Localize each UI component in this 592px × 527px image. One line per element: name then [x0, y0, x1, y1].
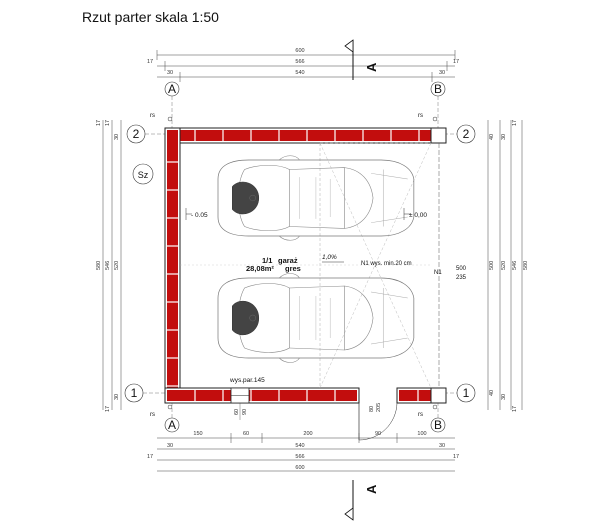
- dim-bottom-side-right: 17: [453, 454, 459, 460]
- window-dim-b: 90: [242, 409, 248, 415]
- level-right: ± 0,00: [409, 212, 427, 219]
- axis-b-top: B: [434, 82, 442, 96]
- room-floor: gres: [285, 264, 301, 273]
- dim-top-wall-left: 30: [167, 70, 173, 76]
- n1-tag: N1: [434, 270, 442, 276]
- entry-dim-a: 80: [369, 406, 375, 412]
- section-label-top: A: [364, 62, 379, 72]
- section-mark-top: A: [344, 39, 379, 80]
- room-number: 1/1: [262, 256, 272, 265]
- drawing-title: Rzut parter skala 1:50: [82, 9, 219, 25]
- section-label-bottom: A: [364, 484, 379, 494]
- dim-top-inner: 540: [295, 70, 304, 76]
- car-top: [217, 155, 415, 241]
- level-marks: - 0.05 ± 0,00: [185, 208, 427, 220]
- room-area: 28,08m²: [246, 264, 274, 273]
- dim-right-40-bottom: 40: [489, 390, 495, 396]
- dim-left-side-outer-top: 17: [96, 120, 102, 126]
- axis-2-right: 2: [463, 127, 470, 141]
- dim-left-mid: 546: [105, 261, 111, 270]
- axis-markers: A B A B 2 2 1 1 Sz: [124, 81, 476, 433]
- entry-dim-b: 205: [376, 403, 382, 412]
- dim-right-side-top: 17: [512, 120, 518, 126]
- door-height: 235: [456, 275, 467, 281]
- axis-2-left: 2: [133, 127, 140, 141]
- dim-left-side-top: 17: [105, 120, 111, 126]
- dim-bottom-mid: 566: [295, 454, 304, 460]
- dim-left-overall: 580: [96, 261, 102, 270]
- left-dimensions: 580 546 17 17 520 30 30 17: [96, 120, 122, 412]
- brick-joints: [167, 130, 441, 401]
- top-dimensions: 600 566 17 17 540 30 30: [147, 48, 459, 82]
- rs-top-right: rs: [418, 113, 423, 119]
- axis-sz: Sz: [138, 170, 149, 180]
- rs-bottom-left: rs: [150, 412, 155, 418]
- axis-1-left: 1: [131, 386, 138, 400]
- level-left: - 0.05: [191, 212, 208, 219]
- bottom-dimensions: 150 60 200 90 100 540 30 30 566 17 17 60…: [147, 431, 459, 472]
- dim-top-side-left: 17: [147, 59, 153, 65]
- axis-b-bottom: B: [434, 418, 442, 432]
- rs-top-left: rs: [150, 113, 155, 119]
- dim-top-side-right: 17: [453, 59, 459, 65]
- window: wys.par.145 60 90: [229, 377, 265, 420]
- dim-right-wall-top: 30: [501, 134, 507, 140]
- dim-bottom-inner: 540: [295, 443, 304, 449]
- dim-right-mid: 546: [512, 261, 518, 270]
- door-width: 500: [456, 266, 467, 272]
- dim-bottom-seg-3: 200: [303, 431, 312, 437]
- dim-bottom-wall-right: 30: [439, 443, 445, 449]
- car-bottom: [217, 273, 415, 363]
- room-label: 1/1 garaż 28,08m² gres 1,0%: [246, 254, 344, 273]
- axis-a-top: A: [168, 82, 176, 96]
- dim-right-overall: 580: [523, 261, 529, 270]
- window-note: wys.par.145: [229, 377, 265, 384]
- rs-labels: rs rs rs rs: [150, 113, 438, 418]
- walls: [164, 127, 447, 404]
- garage-opening: [180, 142, 440, 389]
- dim-right-40-top: 40: [489, 134, 495, 140]
- dim-bottom-wall-left: 30: [167, 443, 173, 449]
- window-dim-a: 60: [234, 409, 240, 415]
- dim-bottom-seg-2: 60: [243, 431, 249, 437]
- dim-left-wall-bottom: 30: [114, 394, 120, 400]
- dim-top-overall: 600: [295, 48, 304, 54]
- slope-label: 1,0%: [322, 254, 337, 261]
- dim-top-wall-right: 30: [439, 70, 445, 76]
- dim-top-mid: 566: [295, 59, 304, 65]
- dim-bottom-side-left: 17: [147, 454, 153, 460]
- dim-bottom-overall: 600: [295, 465, 304, 471]
- dim-right-side-bottom: 17: [512, 406, 518, 412]
- axis-a-bottom: A: [168, 418, 176, 432]
- dim-right-inner: 520: [501, 261, 507, 270]
- dim-right-inner2: 500: [489, 261, 495, 270]
- dim-right-wall-bottom: 30: [501, 394, 507, 400]
- rs-bottom-right: rs: [418, 412, 423, 418]
- dim-left-wall-top: 30: [114, 134, 120, 140]
- dim-bottom-seg-5: 100: [417, 431, 426, 437]
- dim-bottom-seg-1: 150: [193, 431, 202, 437]
- dim-left-side-bottom: 17: [105, 406, 111, 412]
- section-mark-bottom: A: [344, 480, 379, 521]
- n1-note: N1 wys. min.20 cm: [361, 261, 412, 267]
- dim-bottom-seg-4: 90: [375, 431, 381, 437]
- axis-1-right: 1: [463, 386, 470, 400]
- dim-left-inner: 520: [114, 261, 120, 270]
- room-name: garaż: [278, 256, 298, 265]
- right-dimensions: 500 40 40 520 30 30 546 17 17 580: [487, 120, 529, 412]
